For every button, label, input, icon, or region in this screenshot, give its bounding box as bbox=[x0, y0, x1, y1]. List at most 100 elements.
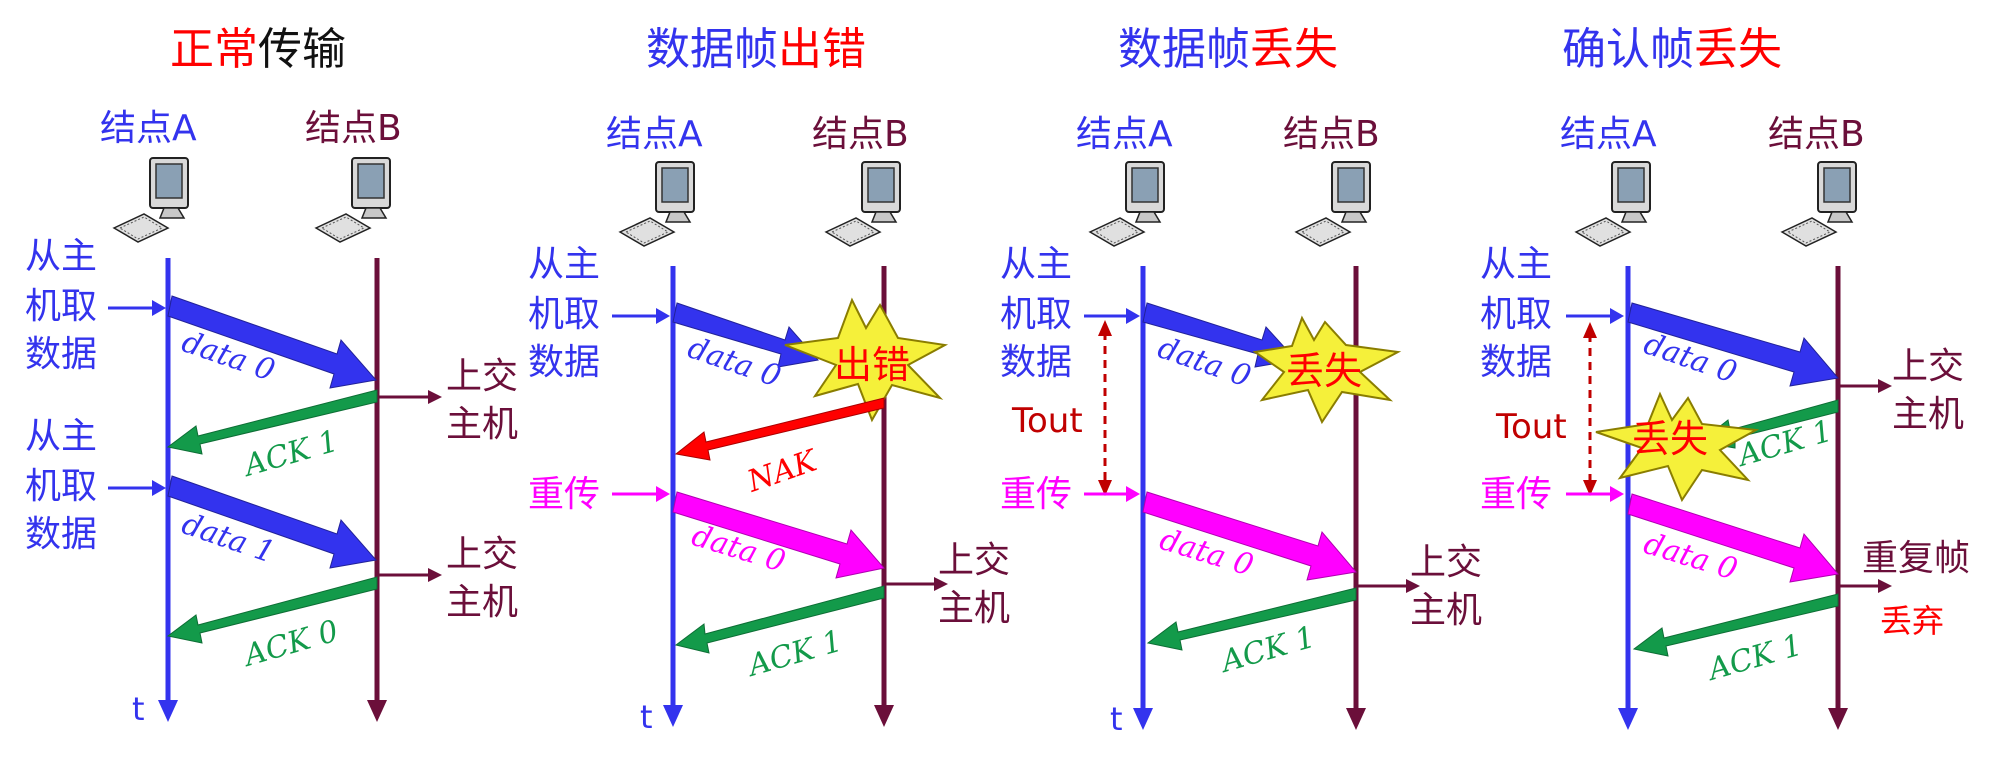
svg-text:上交: 上交 bbox=[1410, 542, 1482, 583]
timeline-a-arrowhead bbox=[158, 700, 178, 722]
data-frame-arrow bbox=[1627, 302, 1839, 387]
panel-normal: 结点A 结点B t 从主 机取 数据 从主 机取 数据 data 0 ACK 1 bbox=[25, 108, 518, 728]
svg-text:从主: 从主 bbox=[1000, 244, 1072, 285]
panel-title: 数据帧丢失 bbox=[1118, 24, 1338, 75]
svg-text:主机: 主机 bbox=[446, 582, 518, 623]
lost-burst bbox=[1595, 391, 1760, 503]
svg-text:上交: 上交 bbox=[446, 356, 518, 397]
fetch-label: 从主 机取 数据 bbox=[1000, 244, 1072, 383]
retransmit-label: 重传 bbox=[1480, 474, 1552, 515]
timeline-b-arrowhead bbox=[1828, 708, 1848, 730]
panel-ack-lost: 结点A 结点B 从主 机取 数据 Tout data 0 上交 主机 ACK 1… bbox=[1480, 114, 1970, 730]
svg-text:数据: 数据 bbox=[1000, 342, 1072, 383]
ack-arrow bbox=[166, 576, 378, 644]
node-a-label: 结点A bbox=[100, 108, 197, 149]
computer-a-icon bbox=[619, 161, 695, 247]
timeout-label: Tout bbox=[1011, 401, 1083, 441]
deliver-label: 上交 主机 bbox=[446, 356, 518, 445]
svg-text:机取: 机取 bbox=[25, 286, 97, 327]
panel-data-error: 结点A 结点B t 从主 机取 数据 data 0 出错 NAK 重传 data… bbox=[528, 114, 1010, 736]
panel-title: 正常传输 bbox=[170, 24, 346, 75]
duplicate-label: 重复帧 bbox=[1862, 538, 1970, 579]
node-b-label: 结点B bbox=[305, 108, 402, 149]
retransmit-label: 重传 bbox=[1000, 474, 1072, 515]
lost-burst bbox=[1252, 315, 1402, 425]
error-burst bbox=[784, 297, 949, 423]
svg-text:上交: 上交 bbox=[1892, 346, 1964, 387]
fetch-label: 从主 机取 数据 bbox=[25, 416, 97, 555]
deliver-label: 上交 主机 bbox=[938, 540, 1010, 629]
computer-b-icon bbox=[825, 161, 901, 247]
burst-label: 丢失 bbox=[1632, 417, 1708, 461]
svg-text:机取: 机取 bbox=[528, 294, 600, 335]
computer-a-icon bbox=[113, 157, 189, 243]
ack-arrow bbox=[1632, 593, 1839, 657]
svg-text:从主: 从主 bbox=[528, 244, 600, 285]
ack-arrow bbox=[166, 389, 378, 455]
node-a-label: 结点A bbox=[1560, 114, 1657, 155]
data-frame-arrow bbox=[1142, 491, 1357, 581]
svg-text:正常传输: 正常传输 bbox=[170, 24, 346, 75]
ack-arrow bbox=[1146, 587, 1357, 651]
svg-text:从主: 从主 bbox=[1480, 244, 1552, 285]
panel-data-lost: 结点A 结点B t 从主 机取 数据 Tout data 0 丢失 重传 dat… bbox=[1000, 114, 1482, 738]
node-a-label: 结点A bbox=[606, 114, 703, 155]
nak-label: NAK bbox=[742, 443, 822, 500]
svg-text:从主: 从主 bbox=[25, 236, 97, 277]
retransmit-label: 重传 bbox=[528, 474, 600, 515]
computer-b-icon bbox=[1295, 161, 1371, 247]
ack-label: ACK 1 bbox=[238, 424, 342, 485]
time-label: t bbox=[132, 690, 145, 728]
data-frame-arrow bbox=[167, 475, 377, 569]
svg-text:确认帧丢失: 确认帧丢失 bbox=[1562, 24, 1782, 75]
data-frame-arrow bbox=[1627, 493, 1839, 583]
svg-text:主机: 主机 bbox=[938, 588, 1010, 629]
svg-text:数据: 数据 bbox=[528, 342, 600, 383]
svg-text:机取: 机取 bbox=[25, 466, 97, 507]
panel-title: 数据帧出错 bbox=[646, 24, 866, 75]
svg-text:数据: 数据 bbox=[1480, 342, 1552, 383]
fetch-label: 从主 机取 数据 bbox=[528, 244, 600, 383]
timeout-label: Tout bbox=[1495, 407, 1567, 447]
timeline-b-arrowhead bbox=[367, 700, 387, 722]
computer-b-icon bbox=[315, 157, 391, 243]
node-b-label: 结点B bbox=[1283, 114, 1380, 155]
timeline-a-arrowhead bbox=[1133, 708, 1153, 730]
ack-label: ACK 1 bbox=[742, 624, 846, 685]
deliver-label: 上交 主机 bbox=[1892, 346, 1964, 435]
time-label: t bbox=[640, 698, 653, 736]
burst-label: 出错 bbox=[834, 343, 910, 387]
data-frame-arrow bbox=[672, 491, 885, 579]
svg-text:数据帧出错: 数据帧出错 bbox=[646, 24, 866, 75]
data-frame-arrow bbox=[167, 295, 377, 389]
svg-text:数据: 数据 bbox=[25, 334, 97, 375]
ack-arrow bbox=[674, 585, 885, 654]
node-b-label: 结点B bbox=[812, 114, 909, 155]
fetch-label: 从主 机取 数据 bbox=[1480, 244, 1552, 383]
data-frame-arrow bbox=[672, 302, 819, 368]
timeline-a-arrowhead bbox=[663, 705, 683, 727]
computer-a-icon bbox=[1575, 161, 1651, 247]
timeline-b-arrowhead bbox=[1346, 708, 1366, 730]
svg-text:上交: 上交 bbox=[446, 534, 518, 575]
svg-text:机取: 机取 bbox=[1480, 294, 1552, 335]
node-a-label: 结点A bbox=[1076, 114, 1173, 155]
deliver-label: 上交 主机 bbox=[1410, 542, 1482, 631]
svg-text:主机: 主机 bbox=[1892, 394, 1964, 435]
svg-text:上交: 上交 bbox=[938, 540, 1010, 581]
svg-text:主机: 主机 bbox=[1410, 590, 1482, 631]
svg-text:机取: 机取 bbox=[1000, 294, 1072, 335]
svg-text:从主: 从主 bbox=[25, 416, 97, 457]
nak-arrow bbox=[674, 397, 885, 461]
panel-title: 确认帧丢失 bbox=[1562, 24, 1782, 75]
discard-label: 丢弃 bbox=[1880, 602, 1944, 640]
svg-text:数据帧丢失: 数据帧丢失 bbox=[1118, 24, 1338, 75]
burst-label: 丢失 bbox=[1286, 349, 1362, 393]
ack-label: ACK 0 bbox=[238, 614, 342, 675]
computer-a-icon bbox=[1089, 161, 1165, 247]
svg-text:主机: 主机 bbox=[446, 404, 518, 445]
timeline-b-arrowhead bbox=[874, 705, 894, 727]
svg-text:数据: 数据 bbox=[25, 514, 97, 555]
ack-label: ACK 1 bbox=[1702, 628, 1806, 689]
